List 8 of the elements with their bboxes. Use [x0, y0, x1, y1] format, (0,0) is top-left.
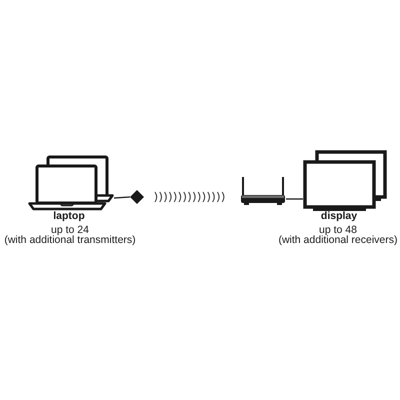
note-text: (with additional transmitters) [4, 235, 136, 246]
device-name: laptop [53, 211, 85, 222]
device-name: display [320, 211, 358, 222]
note-text: (with additional receivers) [278, 235, 398, 246]
cable-line [286, 198, 303, 200]
cable-line [114, 196, 130, 199]
capacity-text: up to 24 [51, 225, 89, 236]
capacity-text: up to 48 [319, 225, 357, 236]
